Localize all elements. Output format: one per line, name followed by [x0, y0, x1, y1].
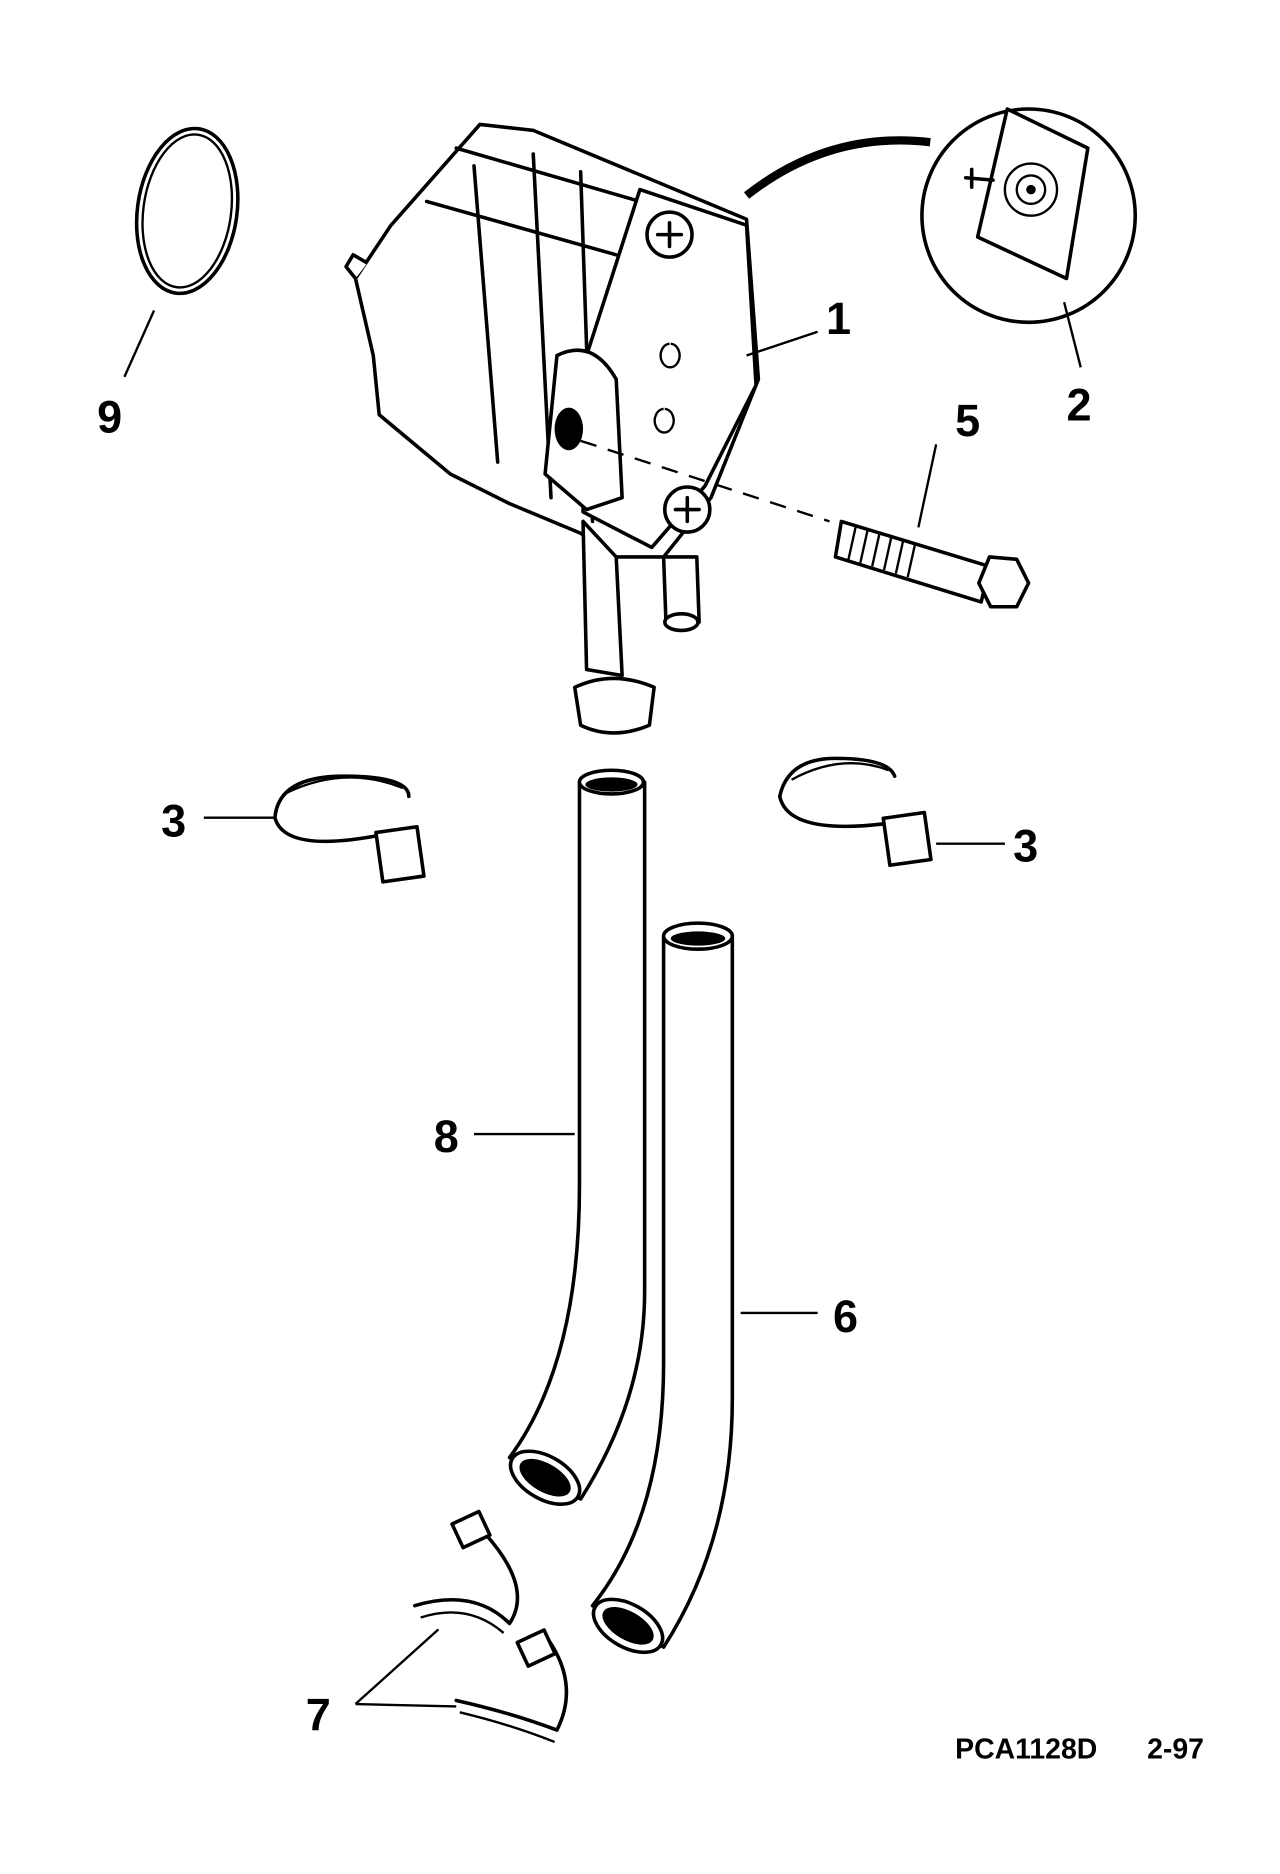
callout-3-right: 3 [1013, 820, 1038, 871]
callout-8: 8 [434, 1111, 459, 1162]
figure-code: PCA1128D [955, 1734, 1097, 1766]
callout-7: 7 [306, 1689, 331, 1740]
hose-clamp-left-part [203, 774, 426, 884]
callout-9: 9 [97, 392, 122, 443]
fuel-pump-part [344, 122, 819, 735]
callout-6: 6 [833, 1291, 858, 1342]
callout-5: 5 [955, 395, 980, 446]
callout-1: 1 [826, 293, 851, 344]
short-hose-part [473, 768, 647, 1506]
bolt-part [580, 439, 1031, 609]
callout-3-left: 3 [161, 796, 186, 847]
callout-2: 2 [1067, 380, 1092, 431]
o-ring-part [123, 126, 240, 378]
tie-straps-part [354, 1509, 569, 1744]
hose-clamp-right-part [777, 756, 1005, 868]
diaphragm-kit-part [743, 107, 1138, 368]
long-hose-part [590, 921, 818, 1655]
figure-date: 2-97 [1147, 1734, 1204, 1766]
